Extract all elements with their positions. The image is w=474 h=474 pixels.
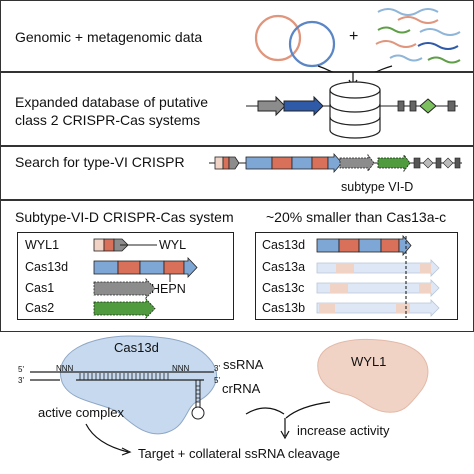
wyl-domain-label: WYL — [159, 238, 187, 252]
hairpin-ticks — [196, 385, 200, 403]
compare-gene-cas13b: Cas13b — [262, 301, 306, 315]
nnn-left: NNN — [56, 364, 74, 373]
target-cleavage-label: Target + collateral ssRNA cleavage — [138, 446, 340, 461]
database-label-line2: class 2 CRISPR-Cas systems — [15, 112, 201, 128]
genomic-data-label: Genomic + metagenomic data — [15, 29, 203, 45]
cas13d-protein-label: Cas13d — [114, 340, 159, 355]
hairpin-loop — [191, 406, 205, 420]
increase-activity-label: increase activity — [297, 423, 390, 438]
subtype-label: subtype VI-D — [341, 180, 414, 194]
arrow-activity-down — [280, 418, 290, 440]
system-title: Subtype-VI-D CRISPR-Cas system — [15, 209, 234, 225]
operon-box — [17, 232, 234, 320]
panel-database — [0, 72, 474, 146]
hepn-domain-label: HEPN — [151, 282, 186, 296]
arrow-wyl1-activity — [245, 401, 331, 419]
compare-box — [255, 232, 458, 320]
nnn-right: NNN — [172, 364, 190, 373]
wyl1-protein-blob — [317, 339, 429, 413]
plus-sign: + — [349, 28, 359, 45]
arrow-active-to-target — [85, 423, 129, 453]
five-prime-right: 5' — [214, 376, 220, 385]
crrna-hairpin — [195, 379, 204, 408]
three-prime-left: 3' — [18, 376, 24, 385]
three-prime-right: 3' — [214, 364, 220, 373]
arrow-head-1 — [121, 447, 132, 456]
search-label: Search for type-VI CRISPR — [15, 154, 185, 170]
operon-gene-wyl1: WYL1 — [25, 238, 60, 252]
base-pair-ticks — [79, 373, 169, 380]
size-note: ~20% smaller than Cas13a-c — [266, 209, 447, 225]
ssrna-label: ssRNA — [223, 357, 264, 372]
compare-gene-cas13a: Cas13a — [262, 260, 306, 274]
operon-gene-cas13d: Cas13d — [25, 260, 69, 274]
active-complex-label: active complex — [38, 405, 124, 420]
compare-gene-cas13c: Cas13c — [262, 281, 305, 295]
crrna-label: crRNA — [222, 381, 261, 396]
wyl1-protein-label: WYL1 — [351, 354, 387, 369]
compare-gene-cas13d: Cas13d — [262, 238, 306, 252]
database-label-line1: Expanded database of putative — [15, 94, 209, 110]
operon-gene-cas2: Cas2 — [25, 301, 55, 315]
operon-gene-cas1: Cas1 — [25, 281, 55, 295]
five-prime-left: 5' — [18, 365, 24, 374]
